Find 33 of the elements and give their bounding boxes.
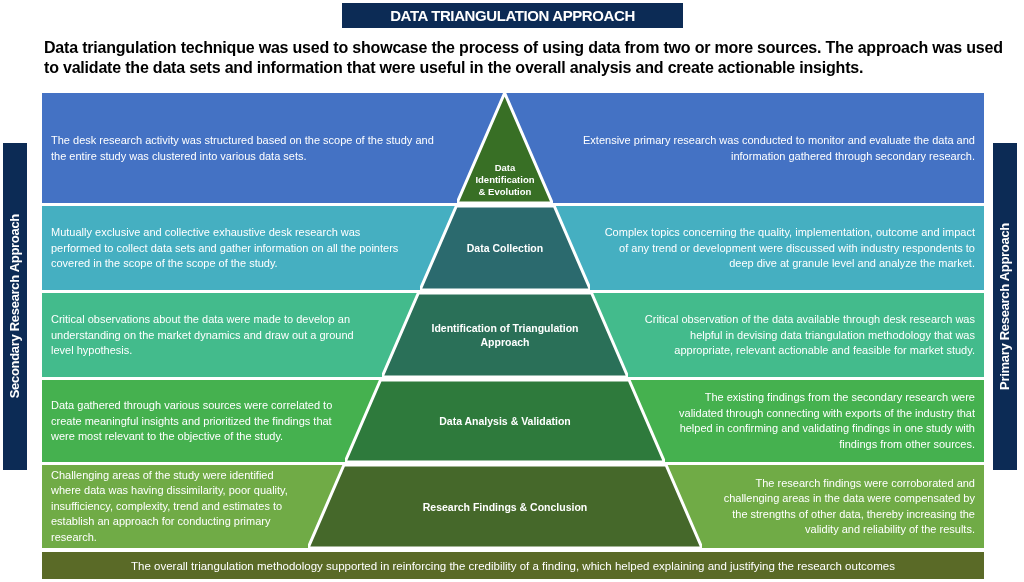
pyramid-tier (345, 380, 665, 462)
intro-paragraph: Data triangulation technique was used to showcase the process of using data from two or more sources. The approach was used to validate the data sets and information that were useful in the overall analysis and create actionable insights. (44, 38, 1004, 78)
pyramid-tier (308, 465, 702, 548)
info-band (42, 465, 984, 548)
tier-label: Research Findings & Conclusion (422, 499, 588, 514)
summary-band (42, 552, 984, 579)
info-band (42, 206, 984, 290)
info-band (42, 93, 984, 203)
tier-label: Identification of Triangulation Approach (430, 321, 580, 349)
tier-label: Data Collection (466, 241, 544, 255)
band-text: Complex topics concerning the quality, implementation, outcome and impact of any trend or development were discussed with industry respondents to deep dive at granule level and analyze the market. (603, 224, 975, 271)
info-band (42, 380, 984, 462)
band-text: Extensive primary research was conducted to monitor and evaluate the data and information gathered through secondary research. (582, 132, 975, 164)
tier-label: Data Identification & Evolution (474, 162, 536, 198)
pyramid-tier (382, 293, 628, 377)
side-banner (993, 143, 1017, 470)
pyramid-tier (419, 206, 591, 290)
band-text: The existing findings from the secondary research were validated through connecting with exports of the industry that helped in confirming and validating findings in one study with findings from other sources. (678, 390, 975, 452)
tier-label: Data Analysis & Validation (439, 414, 571, 428)
banner-text: Primary Research Approach (997, 223, 1013, 390)
band-text: Critical observations about the data were made to develop an understanding on the market dynamics and draw out a ground level hypothesis. (51, 311, 355, 358)
pyramid-tier (457, 93, 553, 203)
band-text: Mutually exclusive and collective exhaustive desk research was performed to collect data sets and gather information on all the pointers covered in the scope of the scope of the study. (51, 224, 400, 271)
summary-text: The overall triangulation methodology supported in reinforcing the credibility of a finding, which helped explaining and justifying the research outcomes (131, 558, 895, 573)
band-text: Critical observation of the data available through desk research was helpful in devising data triangulation methodology that was appropriate, relevant actionable and feasible for market study. (643, 311, 975, 358)
band-text: Challenging areas of the study were identified where data was having dissimilarity, poor quality, insufficiency, complexity, trend and estimates to establish an approach for conducting primary research. (51, 467, 289, 545)
side-banner (3, 143, 27, 470)
info-band (42, 293, 984, 377)
banner-text: Secondary Research Approach (7, 214, 23, 399)
band-text: Data gathered through various sources were correlated to create meaningful insights and prioritized the findings that were most relevant to the objective of the study. (51, 397, 334, 444)
band-text: The research findings were corroborated and challenging areas in the data were compensated by the strengths of other data, thereby increasing the validity and reliability of the results. (722, 475, 975, 537)
band-text: The desk research activity was structured based on the scope of the study and the entire study was clustered into various data sets. (51, 132, 435, 164)
title-banner: DATA TRIANGULATION APPROACH (342, 3, 683, 28)
